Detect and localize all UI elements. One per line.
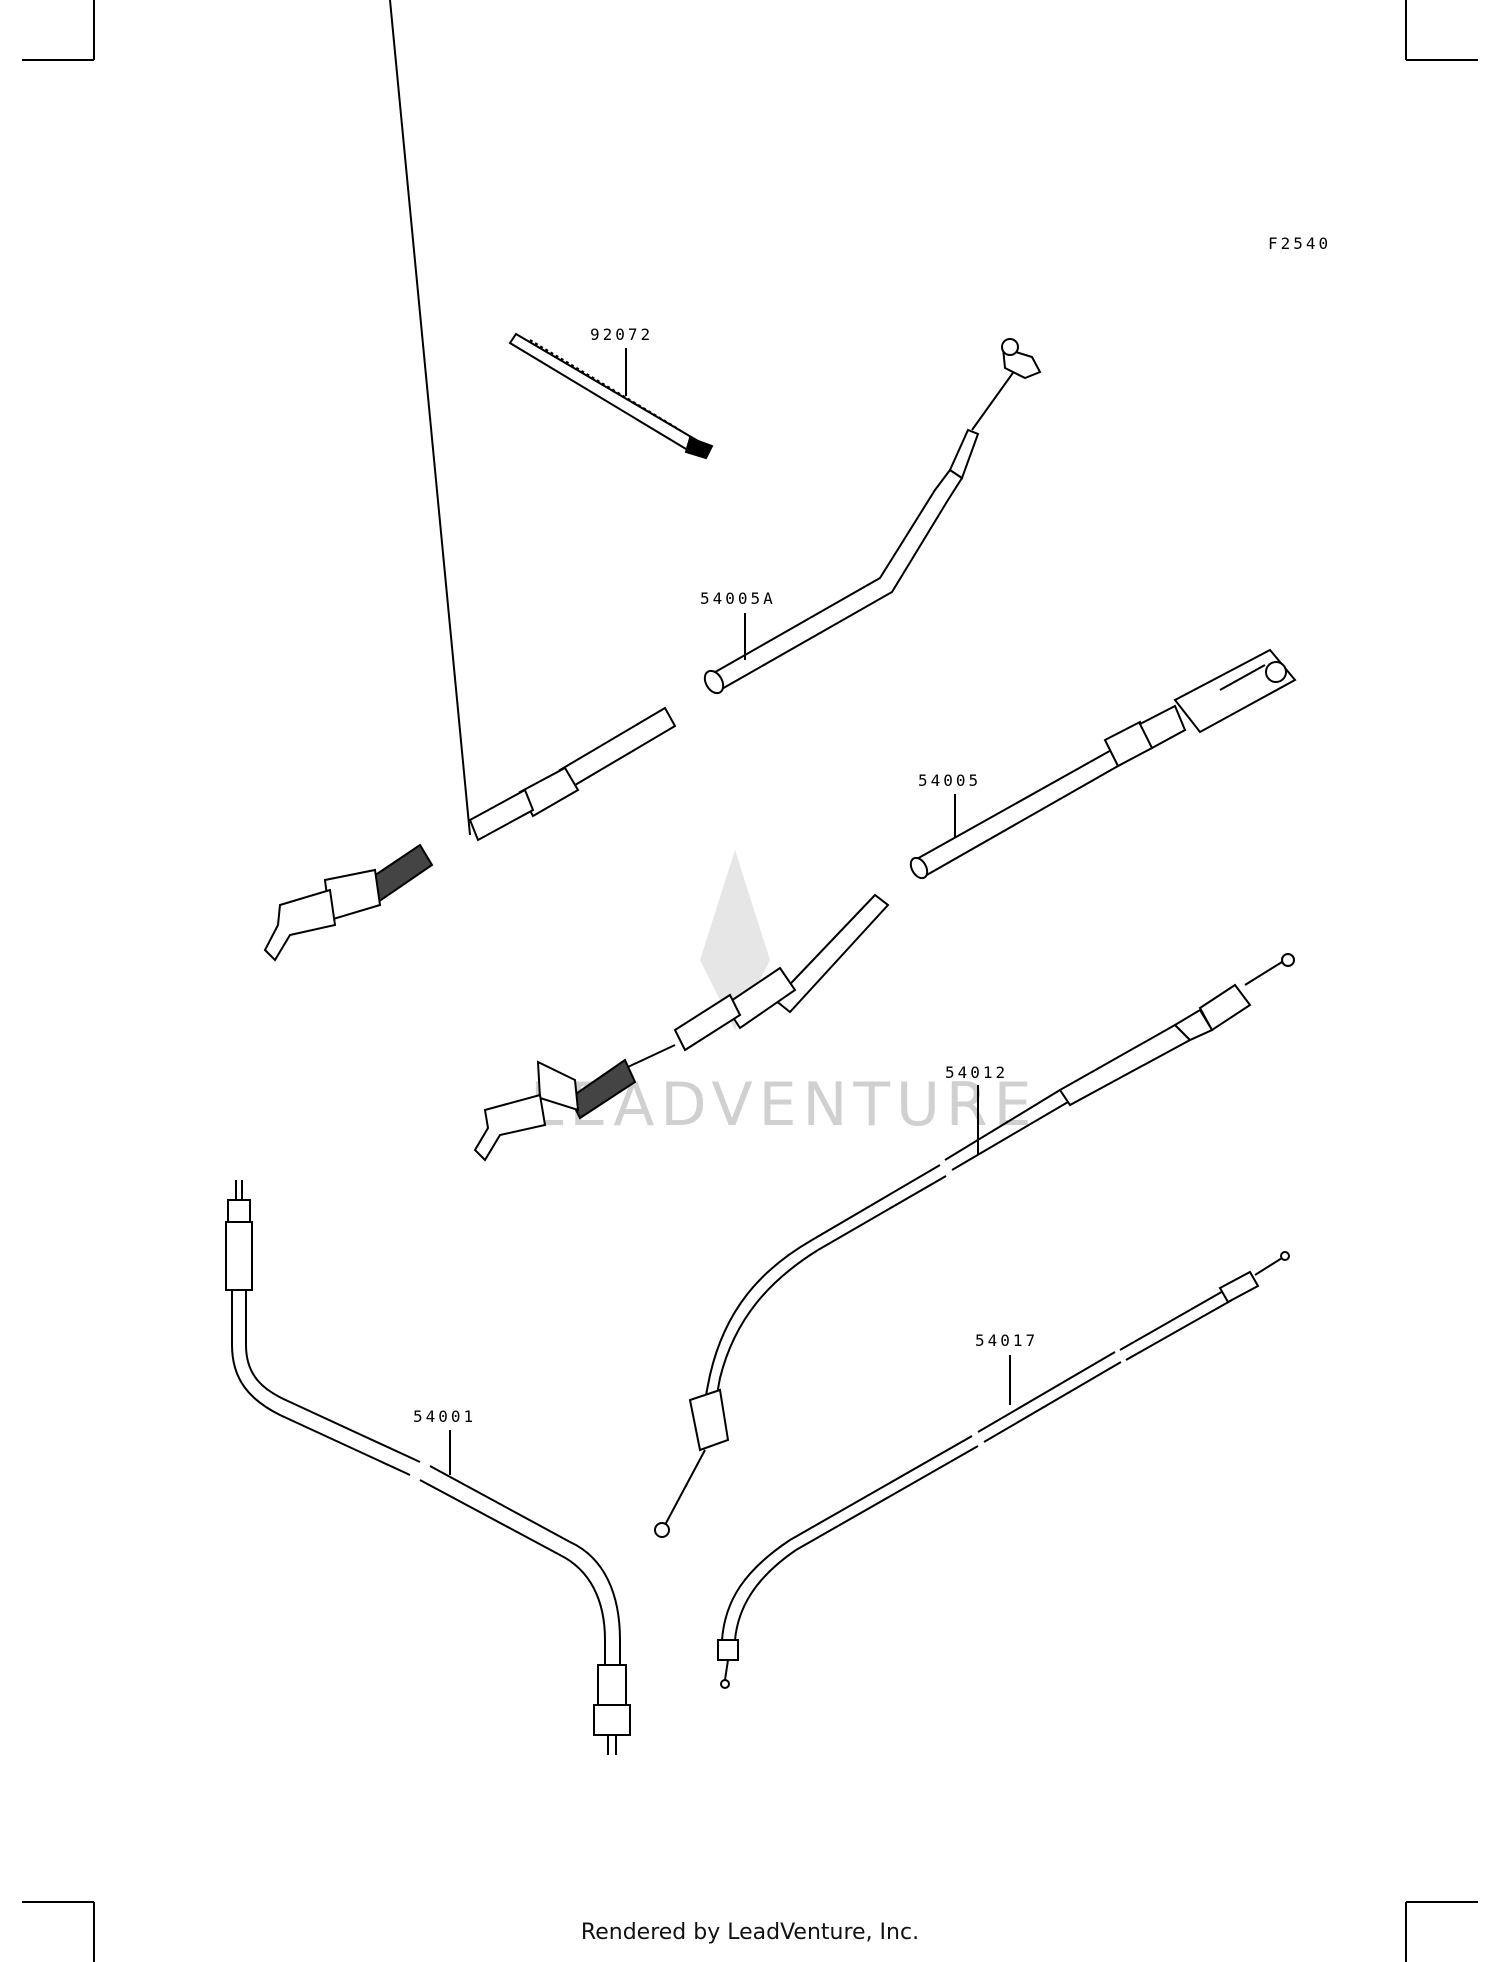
footer-credit: Rendered by LeadVenture, Inc.	[580, 1920, 920, 1945]
part-label-54005A: 54005A	[700, 589, 776, 608]
diagram-code: F2540	[1268, 234, 1331, 253]
brake-adjuster-lower-drawing	[473, 893, 890, 1162]
cable-tie-drawing	[508, 332, 714, 460]
crop-marks	[22, 0, 1478, 1962]
flame-logo-icon	[700, 850, 770, 1030]
part-label-92072: 92072	[590, 325, 653, 344]
clutch-cable-drawing	[717, 1251, 1290, 1689]
speedometer-cable-drawing	[225, 1180, 631, 1755]
brake-adjuster-upper-drawing	[263, 0, 677, 962]
part-label-54005: 54005	[918, 771, 981, 790]
throttle-cable-drawing	[654, 953, 1295, 1538]
part-label-54017: 54017	[975, 1331, 1038, 1350]
part-label-54001: 54001	[413, 1407, 476, 1426]
part-label-54012: 54012	[945, 1063, 1008, 1082]
brake-cable-right-drawing	[909, 648, 1297, 880]
brake-cable-upper-drawing	[703, 338, 1042, 695]
